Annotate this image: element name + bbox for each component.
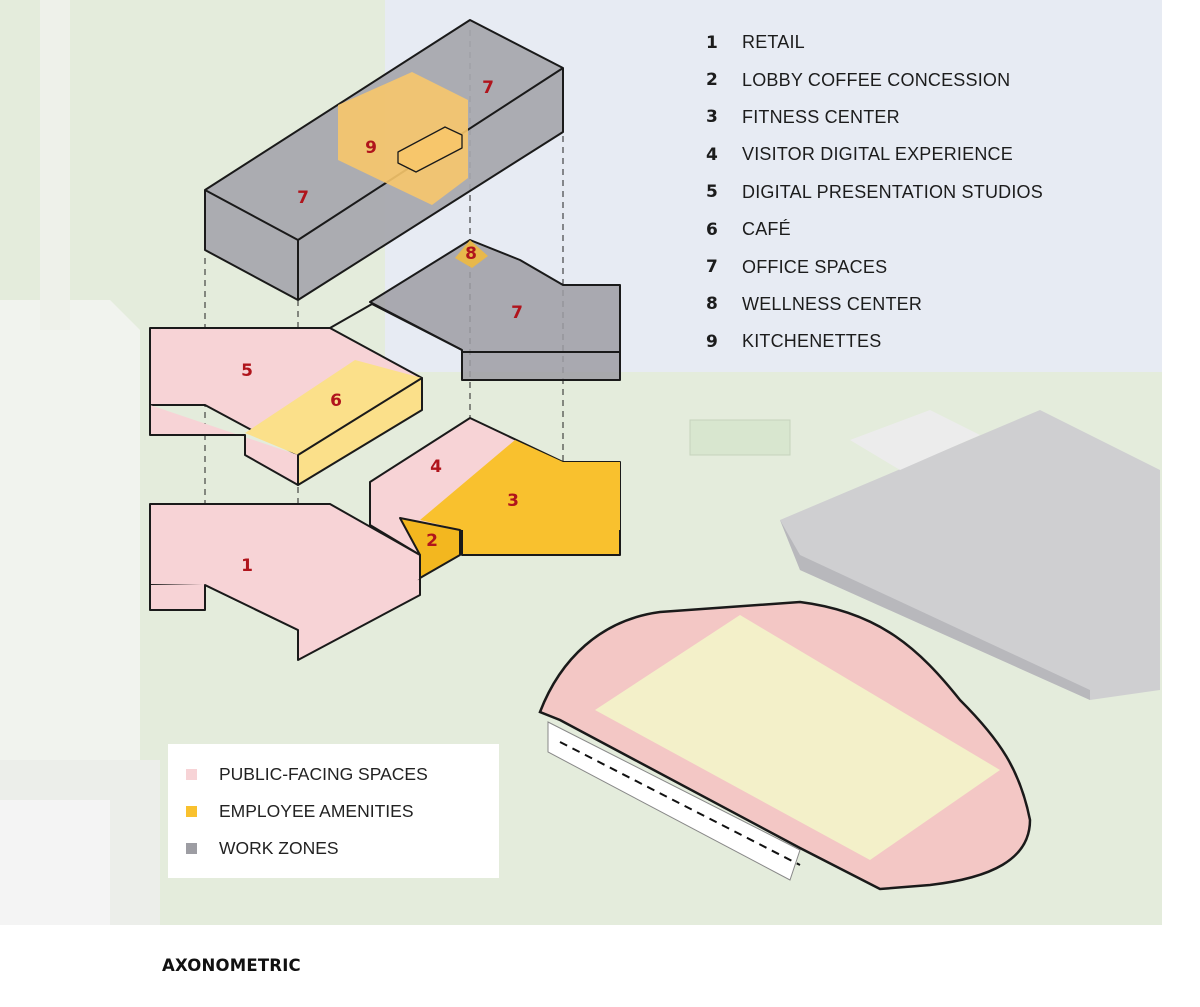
legend-label: WORK ZONES — [219, 838, 339, 858]
kitchenette-box — [397, 126, 463, 173]
program-label: FITNESS CENTER — [742, 106, 900, 127]
legend-item-public: PUBLIC-FACING SPACES — [186, 764, 428, 785]
program-number: 4 — [706, 144, 718, 165]
zone-label-lobby-coffee: 2 — [426, 531, 438, 551]
zone-label-office-mid: 7 — [511, 303, 523, 323]
program-number: 6 — [706, 219, 718, 240]
program-item: 5 DIGITAL PRESENTATION STUDIOS — [706, 174, 1166, 211]
volume-mid-public — [149, 303, 463, 486]
program-item: 8 WELLNESS CENTER — [706, 286, 1166, 323]
program-item: 9 KITCHENETTES — [706, 323, 1166, 360]
program-item: 7 OFFICE SPACES — [706, 248, 1166, 285]
zone-label-wellness: 8 — [465, 244, 477, 264]
program-label: CAFÉ — [742, 219, 791, 240]
volume-mid-office — [369, 239, 621, 381]
program-number: 9 — [706, 331, 718, 352]
program-item: 3 FITNESS CENTER — [706, 99, 1166, 136]
zone-label-kitchenettes: 9 — [365, 138, 377, 158]
legend-swatch-public — [186, 769, 197, 780]
program-label: OFFICE SPACES — [742, 256, 888, 277]
legend-item-work: WORK ZONES — [186, 838, 339, 859]
basketball-court — [689, 419, 791, 456]
program-number: 5 — [706, 182, 718, 203]
zone-label-office-top-left: 7 — [297, 188, 309, 208]
program-label: VISITOR DIGITAL EXPERIENCE — [742, 144, 1013, 165]
grandstand-edge — [559, 741, 801, 866]
wellness-zone — [455, 240, 488, 268]
stadium — [538, 600, 1032, 891]
field-house-roof — [780, 410, 1160, 700]
zone-label-fitness: 3 — [507, 491, 519, 511]
program-number: 2 — [706, 70, 718, 91]
program-number: 7 — [706, 257, 718, 278]
program-label: RETAIL — [742, 32, 805, 53]
program-number: 8 — [706, 294, 718, 315]
legend-swatch-work — [186, 843, 197, 854]
office-wing — [369, 239, 621, 381]
zone-label-studios: 5 — [241, 361, 253, 381]
zone-label-visitor: 4 — [430, 457, 442, 477]
right-margin — [1162, 0, 1200, 925]
program-label: WELLNESS CENTER — [742, 293, 923, 314]
zone-label-cafe: 6 — [330, 391, 342, 411]
volume-lower-mid — [369, 417, 621, 579]
legend-item-amenities: EMPLOYEE AMENITIES — [186, 801, 414, 822]
zone-label-retail: 1 — [241, 556, 253, 576]
football-field — [595, 615, 1000, 860]
program-item: 4 VISITOR DIGITAL EXPERIENCE — [706, 136, 1166, 173]
building-annex — [850, 410, 980, 470]
kitchenette-zone — [338, 72, 468, 205]
zone-labels: 1 2 3 4 5 6 7 7 7 8 9 — [241, 78, 523, 576]
program-label: KITCHENETTES — [742, 331, 882, 352]
fitness-zone — [420, 440, 620, 530]
volume-top-office — [204, 19, 564, 301]
bottom-margin — [0, 925, 1200, 1002]
fitness-wall — [461, 530, 621, 556]
program-label: DIGITAL PRESENTATION STUDIOS — [742, 181, 1043, 202]
studio-wall — [149, 405, 299, 486]
program-number: 3 — [706, 107, 718, 128]
program-item: 1 RETAIL — [706, 24, 1166, 61]
field-house-wall — [780, 520, 1090, 700]
diagram-caption: AXONOMETRIC — [162, 956, 301, 975]
zone-label-office-top-right: 7 — [482, 78, 494, 98]
program-list: 1 RETAIL 2 LOBBY COFFEE CONCESSION 3 FITNES… — [706, 24, 1166, 361]
program-item: 2 LOBBY COFFEE CONCESSION — [706, 61, 1166, 98]
legend-swatch-amenities — [186, 806, 197, 817]
retail-wall — [149, 580, 421, 661]
cafe-zone — [245, 360, 422, 455]
volume-bottom-retail — [149, 503, 421, 661]
parking-rows — [0, 800, 110, 925]
legend-label: EMPLOYEE AMENITIES — [219, 801, 414, 821]
road-north — [40, 0, 70, 330]
legend-label: PUBLIC-FACING SPACES — [219, 764, 428, 784]
legend: PUBLIC-FACING SPACES EMPLOYEE AMENITIES … — [168, 744, 499, 878]
program-number: 1 — [706, 32, 718, 53]
program-label: LOBBY COFFEE CONCESSION — [742, 69, 1011, 90]
lobby-coffee-zone — [399, 517, 461, 579]
program-item: 6 CAFÉ — [706, 211, 1166, 248]
